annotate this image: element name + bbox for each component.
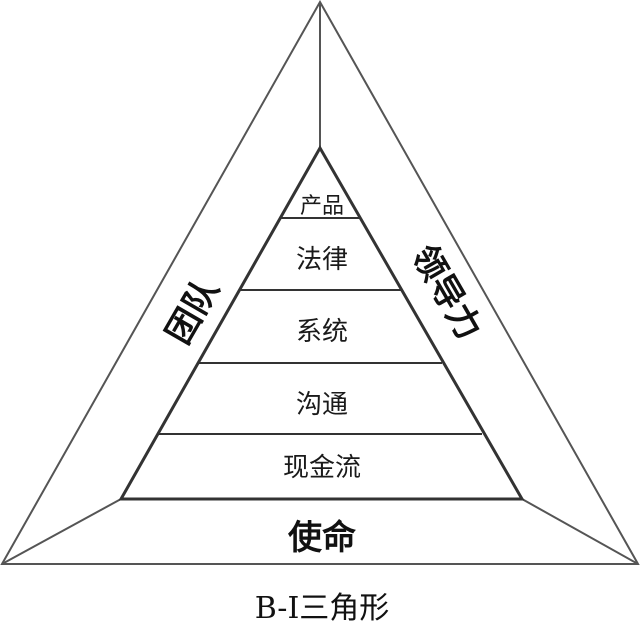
- level-label-law: 法律: [296, 245, 348, 275]
- level-label-system: 系统: [296, 317, 348, 347]
- connector-right: [521, 498, 639, 565]
- connector-left: [1, 498, 122, 565]
- side-label-mission: 使命: [287, 518, 356, 558]
- inner-pyramid: [118, 144, 525, 501]
- level-label-communication: 沟通: [296, 390, 348, 420]
- level-label-cashflow: 现金流: [283, 453, 361, 483]
- diagram-caption: B-I三角形: [255, 591, 390, 626]
- level-label-product: 产品: [300, 194, 344, 219]
- side-label-leadership: 领导力: [403, 238, 489, 346]
- side-label-team: 团队: [159, 271, 228, 351]
- outer-triangle: [0, 0, 640, 565]
